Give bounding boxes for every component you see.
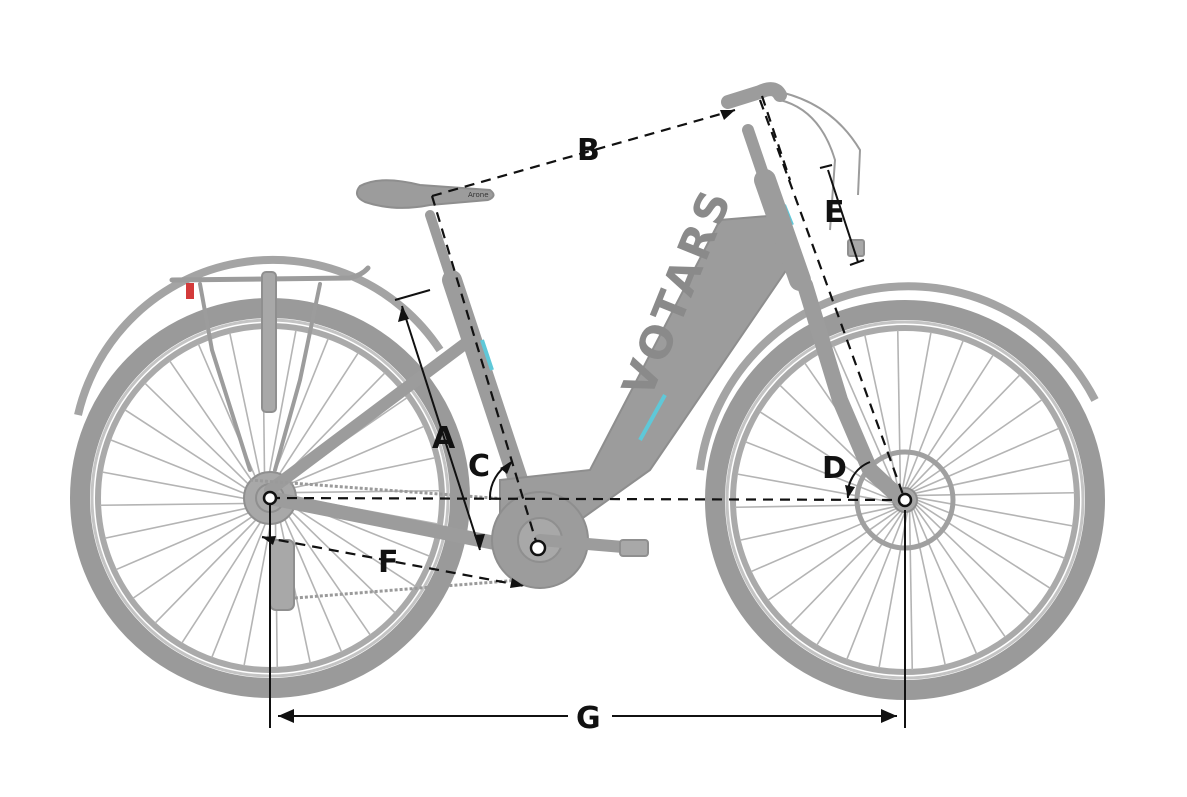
rear-axle-marker [262,490,278,506]
spoke [912,508,978,655]
spoke [282,502,396,614]
label-b: B [577,133,600,168]
construction-lines [269,95,907,549]
spoke [914,458,1071,495]
spoke [181,511,268,644]
label-f: F [378,545,399,580]
spoke [279,507,343,653]
spoke [124,409,257,496]
spoke [878,511,909,669]
spoke [745,440,894,501]
spoke [909,374,1021,490]
spoke [272,352,359,485]
spoke [911,398,1043,491]
spoke [283,500,416,587]
label-a: A [432,421,456,456]
saddle-brand: Arone [468,191,489,199]
bottom-bracket-marker [529,539,547,557]
stem [742,124,771,186]
spoke [913,427,1060,493]
seatstay [264,334,476,496]
dimension-e: E [819,164,865,266]
dimension-b: B [431,108,736,198]
spoke [908,511,914,670]
label-c: C [468,449,490,484]
spoke [144,382,258,494]
accent-stripe [638,394,667,441]
spoke [115,507,261,571]
spoke [154,510,266,624]
front-spokes [735,330,1075,670]
spoke [845,511,906,660]
pedal [619,539,649,557]
spoke [916,491,1075,497]
spoke [280,505,372,636]
spoke [832,345,898,492]
spoke [210,511,271,658]
spoke [789,510,901,626]
brake-cable [769,89,862,196]
rear-rack [169,265,371,472]
label-e: E [824,195,845,230]
spoke [110,438,257,499]
rear-fender [74,255,444,416]
spoke [735,503,894,509]
spoke [282,489,440,494]
spoke [896,330,902,489]
spoke [243,511,274,667]
spoke [916,499,1065,560]
spoke [914,506,1007,638]
head-tube [754,169,811,291]
spoke [132,508,263,600]
spoke [904,340,965,489]
spoke [916,496,1074,527]
seat-tube [442,270,538,520]
dimension-a: A [394,289,485,551]
dimension-c: C [468,449,513,501]
spoke [910,509,947,666]
front-axle-marker [897,492,913,508]
spoke [228,332,264,487]
spoke [767,509,899,602]
spoke [750,507,897,573]
spoke [901,331,932,489]
label-d: D [822,451,847,486]
saddle: Arone [355,179,495,209]
spoke [736,473,894,504]
spoke [759,411,894,499]
spoke [906,354,994,489]
spoke [816,511,904,646]
derailleur [269,539,295,611]
handlebar [721,82,865,257]
spoke [168,360,260,491]
seat-post [425,210,457,287]
spoke [266,329,297,485]
spoke [863,334,900,491]
dimension-f: F [261,535,525,588]
spoke [739,505,896,542]
spoke [279,425,425,489]
label-g: G [576,701,601,736]
chain [249,478,521,602]
fork [797,277,908,506]
spoke [916,501,1051,589]
dimension-g: G [269,505,906,736]
dimension-d: D [822,451,871,499]
rear-reflector [186,283,194,299]
spoke [915,504,1031,616]
spoke [104,504,259,540]
front-fender [696,282,1099,471]
spoke [100,502,258,507]
spoke [101,471,257,502]
